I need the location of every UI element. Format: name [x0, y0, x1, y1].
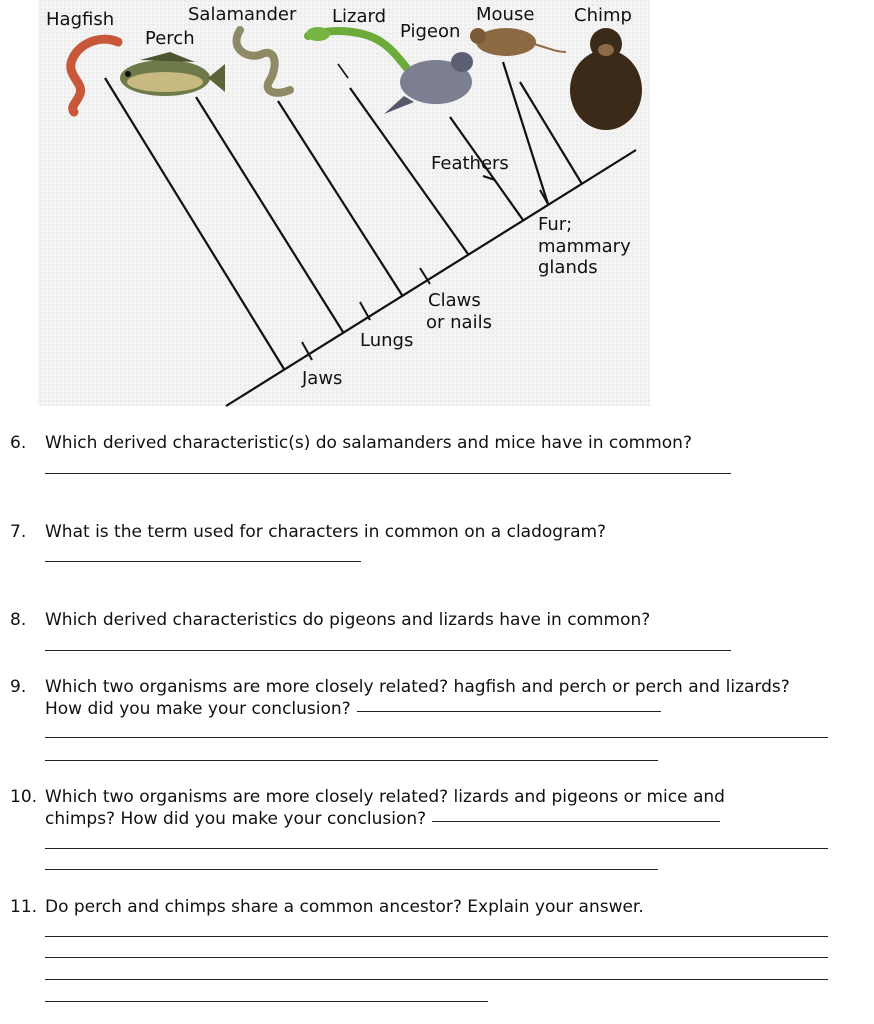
- tick-jaws: [301, 341, 313, 361]
- answer-line[interactable]: [45, 760, 658, 761]
- cladogram-main-stem: [225, 149, 637, 407]
- trait-lungs: Lungs: [360, 330, 414, 351]
- question-number: 7.: [10, 522, 27, 542]
- answer-line-inline[interactable]: [356, 711, 661, 712]
- label-salamander: Salamander: [188, 4, 297, 25]
- pigeon-icon: [384, 52, 473, 114]
- answer-line[interactable]: [45, 979, 828, 980]
- trait-claws: Claws: [428, 290, 481, 311]
- question-text-line-2: How did you make your conclusion?: [45, 698, 661, 720]
- answer-line[interactable]: [45, 650, 731, 651]
- perch-icon: [120, 52, 225, 96]
- branch-perch: [195, 96, 344, 333]
- question-text-2: chimps? How did you make your conclusion…: [45, 809, 427, 829]
- question-number: 8.: [10, 610, 27, 630]
- tick-lungs: [359, 301, 371, 321]
- answer-line[interactable]: [45, 561, 361, 562]
- label-mouse: Mouse: [476, 4, 535, 25]
- question-text: Which two organisms are more closely rel…: [45, 677, 790, 697]
- trait-or-nails: or nails: [426, 312, 492, 333]
- cladogram-diagram: [38, 0, 650, 407]
- mouse-icon: [470, 28, 567, 56]
- branch-pigeon: [449, 116, 524, 221]
- tick-fur: [539, 189, 549, 205]
- answer-line[interactable]: [45, 473, 731, 474]
- question-number: 9.: [10, 677, 27, 697]
- label-chimp: Chimp: [574, 5, 632, 26]
- answer-line[interactable]: [45, 869, 658, 870]
- trait-feathers: Feathers: [431, 153, 509, 174]
- hagfish-icon: [66, 34, 123, 117]
- trait-fur: Fur;: [538, 214, 573, 235]
- question-number: 11.: [10, 897, 38, 917]
- question-text: Which derived characteristics do pigeons…: [45, 610, 651, 630]
- branch-salamander: [277, 100, 403, 296]
- question-text: What is the term used for characters in …: [45, 522, 607, 542]
- label-hagfish: Hagfish: [46, 9, 115, 30]
- chimp-icon: [570, 28, 642, 130]
- question-number: 10.: [10, 787, 38, 807]
- label-lizard: Lizard: [332, 6, 387, 27]
- answer-line-inline[interactable]: [432, 821, 721, 822]
- trait-jaws: Jaws: [302, 368, 343, 389]
- tick-claws: [419, 267, 431, 285]
- answer-line[interactable]: [45, 936, 828, 937]
- trait-glands: glands: [538, 257, 598, 278]
- question-number: 6.: [10, 433, 27, 453]
- branch-chimp: [519, 81, 583, 185]
- lizard-icon: [304, 27, 414, 76]
- branch-mouse: [501, 61, 550, 205]
- tick-feathers: [482, 175, 496, 181]
- salamander-icon: [232, 26, 294, 97]
- question-text-2: How did you make your conclusion?: [45, 699, 351, 719]
- label-perch: Perch: [145, 28, 195, 49]
- question-text: Which two organisms are more closely rel…: [45, 787, 725, 807]
- branch-lizard: [349, 87, 469, 255]
- answer-line[interactable]: [45, 737, 828, 738]
- answer-line[interactable]: [45, 957, 828, 958]
- cladogram-figure: Hagfish Perch Salamander Lizard Pigeon M…: [0, 0, 660, 410]
- answer-line[interactable]: [45, 1001, 488, 1002]
- label-pigeon: Pigeon: [400, 21, 461, 42]
- branch-hagfish: [104, 77, 285, 370]
- question-text-line-2: chimps? How did you make your conclusion…: [45, 808, 721, 830]
- answer-line[interactable]: [45, 848, 828, 849]
- tick-lizard-small: [337, 63, 349, 79]
- question-text: Do perch and chimps share a common ances…: [45, 897, 644, 917]
- question-text: Which derived characteristic(s) do salam…: [45, 433, 692, 453]
- trait-mammary: mammary: [538, 236, 631, 257]
